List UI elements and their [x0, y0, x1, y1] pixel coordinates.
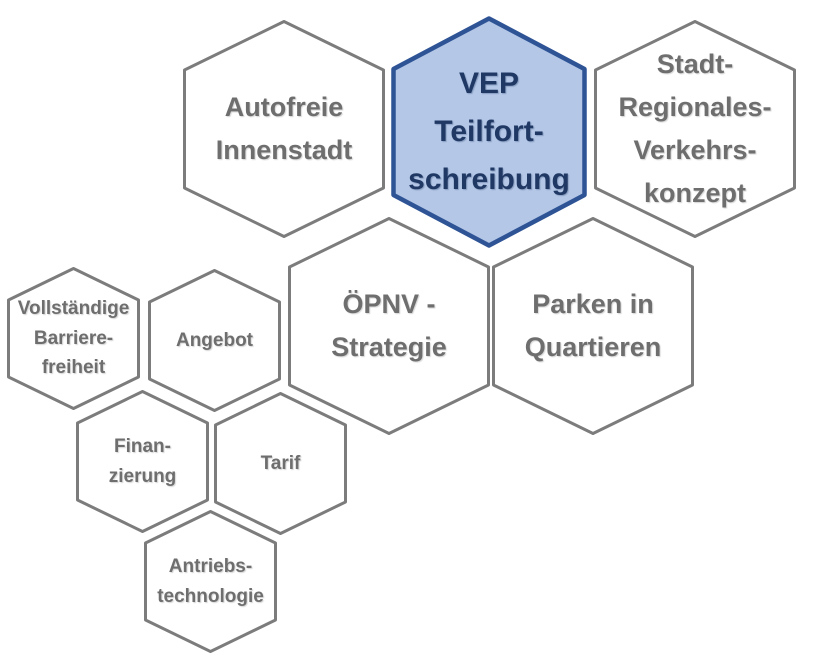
hexagon-label-oepnv-strategie: ÖPNV - Strategie — [331, 288, 447, 362]
hexagon-autofreie-innenstadt: Autofreie Innenstadt — [183, 20, 385, 238]
hexagon-label-finanzierung: Finan- zierung — [108, 436, 177, 487]
hexagon-antriebstechnologie: Antriebs- technologie — [144, 510, 277, 653]
hexagon-parken-in-quartieren: Parken in Quartieren — [492, 217, 694, 435]
hexagon-shape — [594, 20, 796, 238]
hexagon-label-vep-teilfortschreibung: VEP Teilfort- schreibung — [408, 67, 570, 196]
hexagon-label-autofreie-innenstadt: Autofreie Innenstadt — [215, 91, 353, 165]
hexagon-finanzierung: Finan- zierung — [76, 390, 209, 533]
hexagon-vep-teilfortschreibung: VEP Teilfort- schreibung — [391, 16, 587, 248]
hexagon-label-angebot: Angebot — [175, 329, 254, 351]
hexagon-shape — [183, 20, 385, 238]
hexagon-shape — [7, 267, 140, 410]
hexagon-shape — [148, 269, 281, 412]
hexagon-label-parken-in-quartieren: Parken in Quartieren — [524, 288, 662, 362]
hexagon-vollstaendige-barrierefreiheit: Vollständige Barriere- freiheit — [7, 267, 140, 410]
hexagon-shape — [144, 510, 277, 653]
hexagon-label-tarif: Tarif — [260, 452, 301, 474]
hexagon-stadt-regionales-verkehrskonzept: Stadt- Regionales- Verkehrs- konzept — [594, 20, 796, 238]
hexagon-oepnv-strategie: ÖPNV - Strategie — [288, 217, 490, 435]
hexagon-shape — [288, 217, 490, 435]
hexagon-shape — [76, 390, 209, 533]
hexagon-shape — [492, 217, 694, 435]
hexagon-shape — [214, 392, 347, 535]
hexagon-shape — [391, 16, 587, 248]
hexagon-label-vollstaendige-barrierefreiheit: Vollständige Barriere- freiheit — [17, 298, 130, 379]
hexagon-label-antriebstechnologie: Antriebs- technologie — [157, 556, 264, 607]
hexagon-label-stadt-regionales-verkehrskonzept: Stadt- Regionales- Verkehrs- konzept — [618, 48, 772, 209]
hexagon-tarif: Tarif — [214, 392, 347, 535]
hexagon-angebot: Angebot — [148, 269, 281, 412]
